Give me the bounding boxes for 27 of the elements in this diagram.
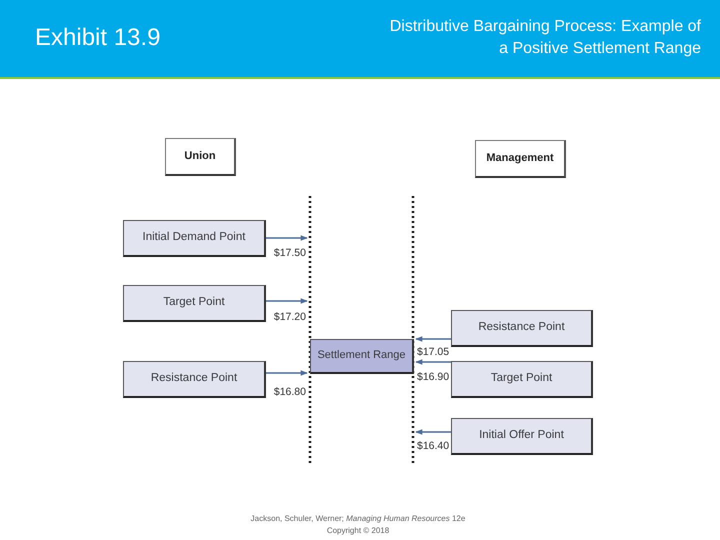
bargaining-point-box: Target Point <box>451 361 593 398</box>
diagram-title: Distributive Bargaining Process: Example of a Positive Settlement Range <box>388 17 701 59</box>
exhibit-number: Exhibit 13.9 <box>35 24 160 52</box>
bargaining-point-box: Resistance Point <box>451 310 593 347</box>
arrow <box>266 235 308 241</box>
wage-value-label: $16.90 <box>417 371 450 383</box>
dotted-line <box>307 196 313 464</box>
arrow <box>415 429 451 435</box>
party-heading-box: Union <box>165 138 236 176</box>
arrow <box>266 298 308 304</box>
arrow <box>415 336 451 342</box>
bargaining-point-box: Resistance Point <box>123 361 266 398</box>
wage-value-label: $16.40 <box>417 440 450 452</box>
wage-value-label: $17.20 <box>274 311 306 323</box>
copyright-notice: Copyright © 2018 <box>326 526 390 535</box>
bargaining-point-box: Target Point <box>123 285 266 322</box>
arrow <box>415 359 451 365</box>
settlement-range-box: Settlement Range <box>310 339 414 374</box>
arrow <box>266 370 308 376</box>
source-citation: Jackson, Schuler, Werner; Managing Human Resources 12e <box>250 514 466 523</box>
bargaining-point-box: Initial Demand Point <box>123 220 266 257</box>
party-heading-box: Management <box>475 140 566 178</box>
bargaining-point-box: Initial Offer Point <box>451 418 593 455</box>
wage-value-label: $17.05 <box>417 346 450 358</box>
wage-value-label: $16.80 <box>274 386 306 398</box>
dotted-line <box>410 196 416 464</box>
wage-value-label: $17.50 <box>274 247 306 259</box>
